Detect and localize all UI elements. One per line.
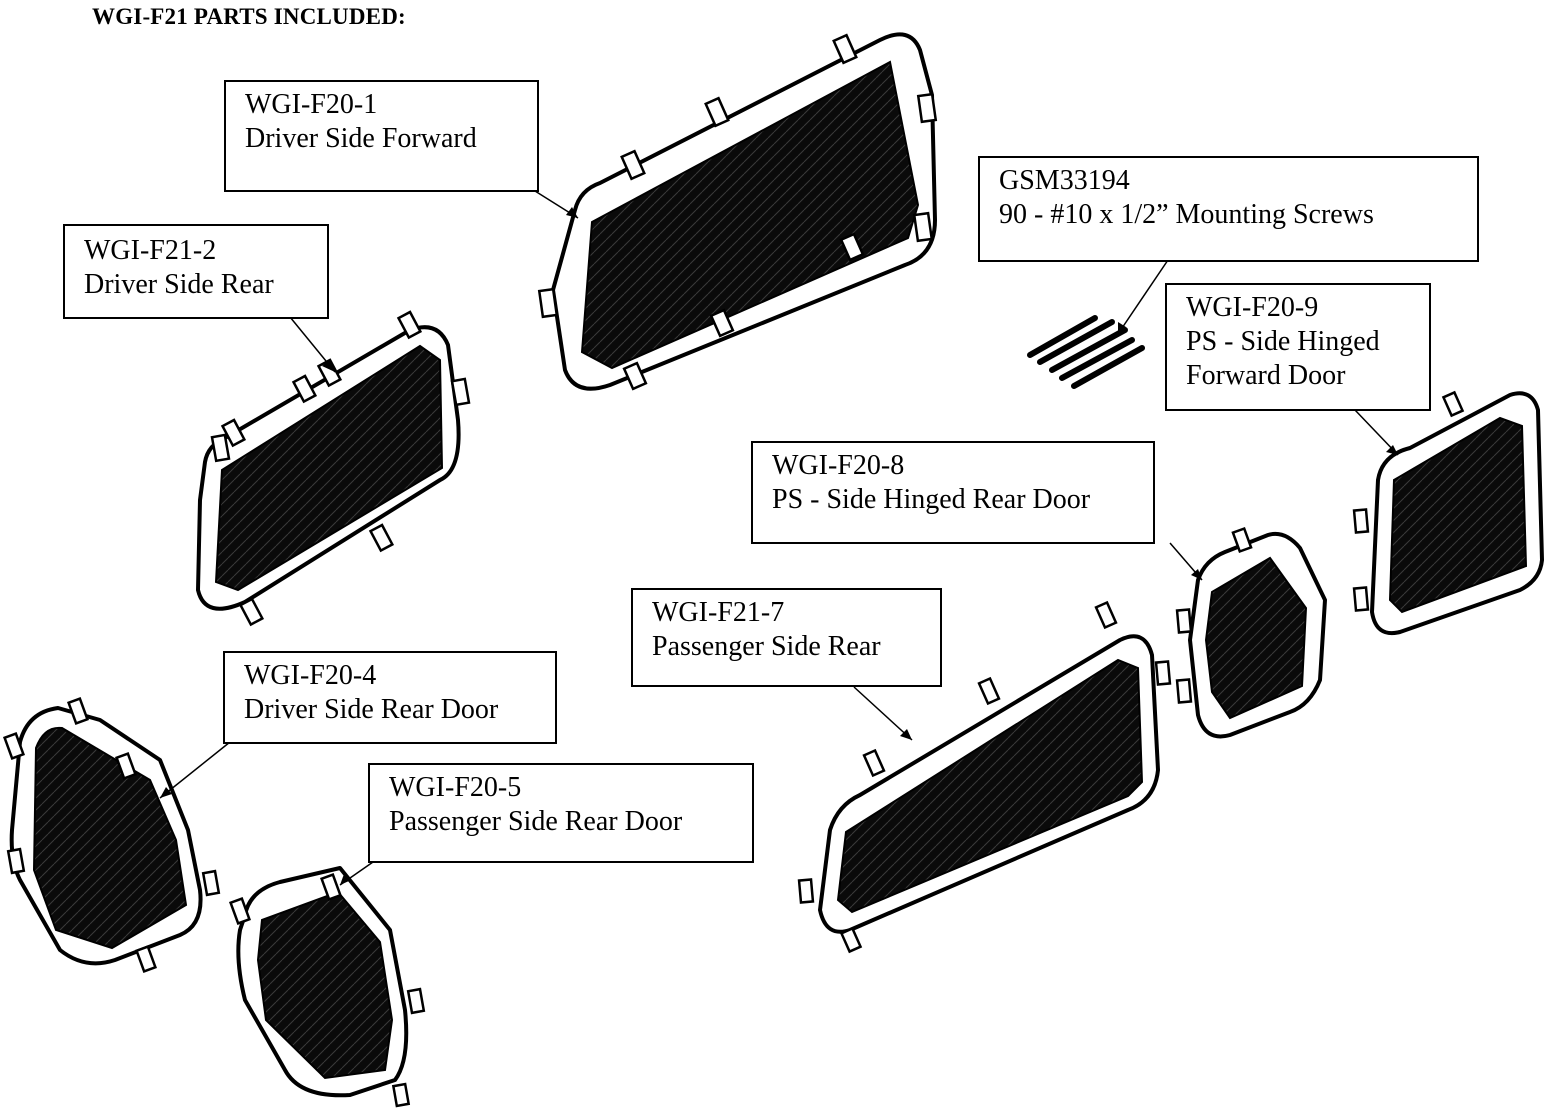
part-number: WGI-F20-4 xyxy=(244,660,377,691)
part-description: Driver Side Rear xyxy=(84,269,274,300)
part-number: GSM33194 xyxy=(999,165,1130,196)
passenger-side-rear-door-panel xyxy=(228,866,426,1108)
ps-side-hinged-forward-door-panel xyxy=(1352,390,1544,635)
part-number: WGI-F20-5 xyxy=(389,772,522,803)
part-description: PS - Side Hinged Rear Door xyxy=(772,484,1091,515)
callout-driver-side-forward: WGI-F20-1 Driver Side Forward xyxy=(224,80,539,192)
part-description: Passenger Side Rear Door xyxy=(389,806,683,837)
driver-side-rear-door-panel xyxy=(2,697,221,973)
part-description: Driver Side Forward xyxy=(245,123,477,154)
part-description: 90 - #10 x 1/2” Mounting Screws xyxy=(999,199,1374,230)
callout-driver-side-rear-door: WGI-F20-4 Driver Side Rear Door xyxy=(223,651,557,744)
part-description: Passenger Side Rear xyxy=(652,631,881,662)
part-number: WGI-F20-1 xyxy=(245,89,378,120)
callout-passenger-side-rear-door: WGI-F20-5 Passenger Side Rear Door xyxy=(368,763,754,863)
leader-arrowheads xyxy=(160,207,1398,885)
callout-mounting-screws: GSM33194 90 - #10 x 1/2” Mounting Screws xyxy=(978,156,1479,262)
part-description: Driver Side Rear Door xyxy=(244,694,499,725)
callout-passenger-side-rear: WGI-F21-7 Passenger Side Rear xyxy=(631,588,942,687)
part-description-line-1: PS - Side Hinged xyxy=(1186,326,1380,357)
part-description-line-2: Forward Door xyxy=(1186,360,1346,391)
callout-ps-side-hinged-rear-door: WGI-F20-8 PS - Side Hinged Rear Door xyxy=(751,441,1155,544)
part-number: WGI-F21-2 xyxy=(84,235,217,266)
part-number: WGI-F20-8 xyxy=(772,450,905,481)
mounting-screws xyxy=(1027,315,1145,389)
driver-side-forward-panel xyxy=(537,32,938,391)
driver-side-rear-panel xyxy=(196,310,471,627)
ps-side-hinged-rear-door-panel xyxy=(1175,526,1327,739)
passenger-side-rear-panel xyxy=(797,600,1172,954)
part-number: WGI-F20-9 xyxy=(1186,292,1319,323)
callout-driver-side-rear: WGI-F21-2 Driver Side Rear xyxy=(63,224,329,319)
callout-ps-side-hinged-forward-door: WGI-F20-9 PS - Side Hinged Forward Door xyxy=(1165,283,1431,411)
part-number: WGI-F21-7 xyxy=(652,597,785,628)
parts-heading: WGI-F21 PARTS INCLUDED: xyxy=(92,4,406,29)
